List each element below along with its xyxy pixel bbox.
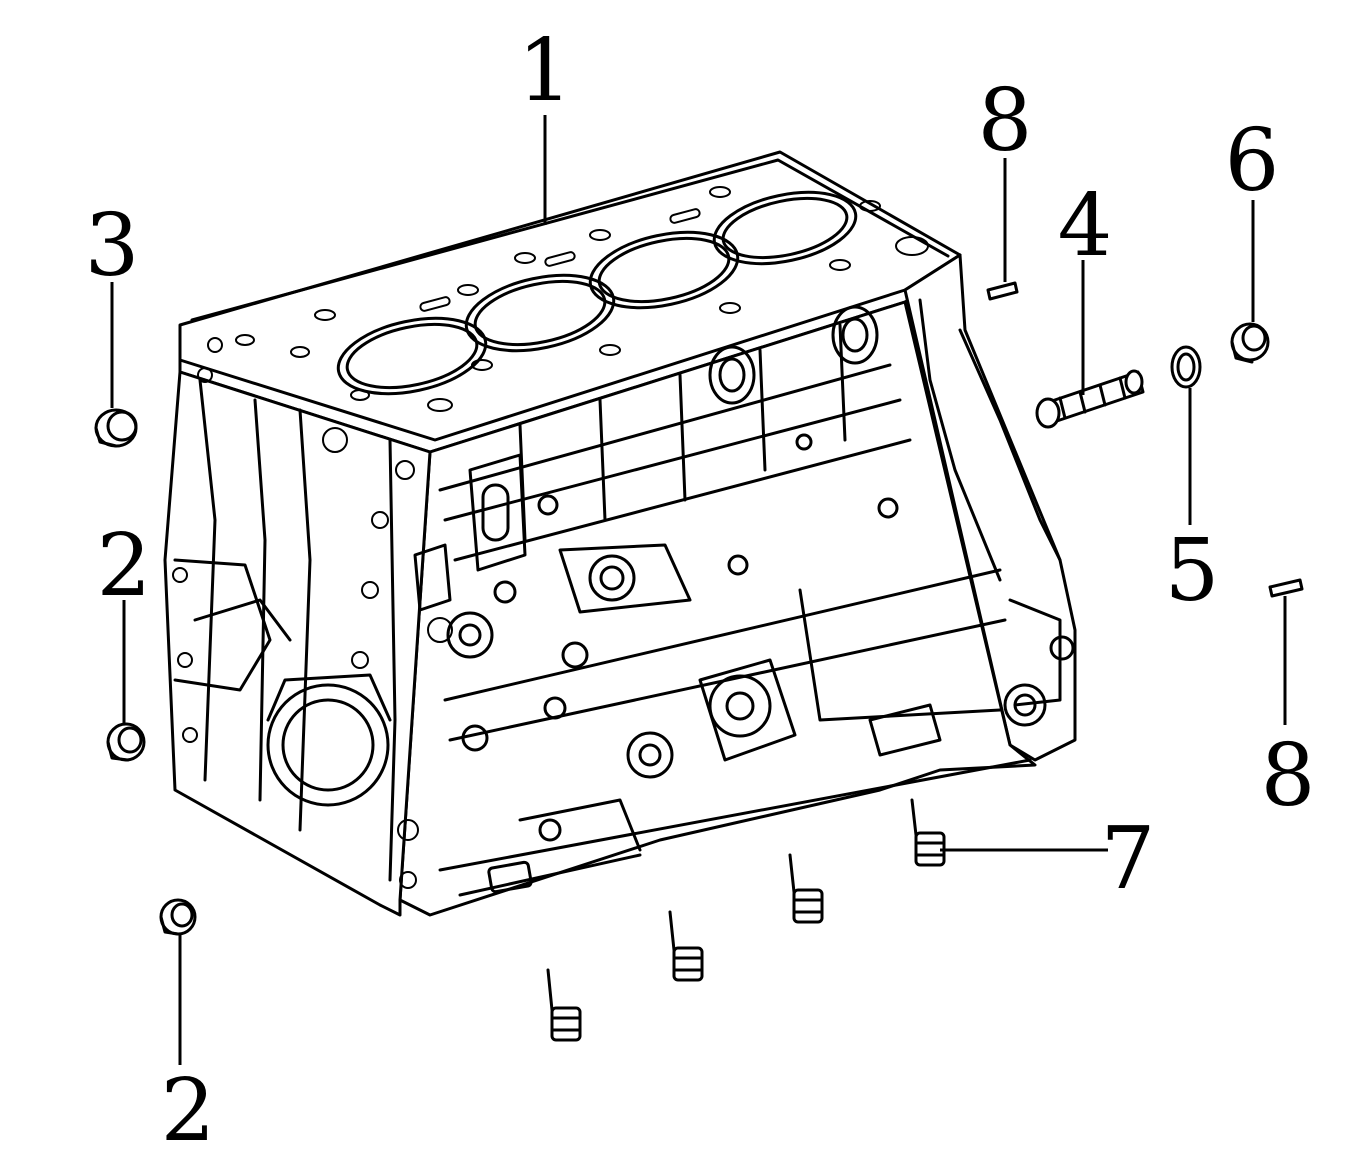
part-2-plug-lower <box>159 898 197 936</box>
callout-1: 1 <box>518 21 573 121</box>
upper-bosses <box>537 305 899 576</box>
cylinder-bore-4 <box>712 190 858 266</box>
part-5-washer <box>1170 345 1202 389</box>
part-7-oil-jet-4 <box>910 798 946 867</box>
callout-7: 7 <box>1101 809 1156 909</box>
cylinder-block <box>163 150 1077 917</box>
part-3-expansion-plug <box>94 408 138 448</box>
callout-labels: 1 2 2 3 4 5 6 7 8 8 <box>85 21 1316 1161</box>
callout-2-upper: 2 <box>97 516 152 616</box>
part-4-bolt <box>1035 369 1145 429</box>
part-7-oil-jet-2 <box>668 910 704 982</box>
callout-2-lower: 2 <box>161 1061 216 1161</box>
part-7-oil-jet-1 <box>546 968 582 1042</box>
part-8-dowel-pin-upper <box>986 281 1019 301</box>
part-2-plug-upper <box>106 722 146 762</box>
callout-6: 6 <box>1225 111 1280 211</box>
callout-4: 4 <box>1058 176 1113 276</box>
callout-8-lower: 8 <box>1261 726 1316 826</box>
cylinder-bore-1 <box>336 316 488 396</box>
part-7-oil-jet-3 <box>788 853 824 924</box>
callout-5: 5 <box>1165 521 1220 621</box>
callout-8-upper: 8 <box>978 71 1033 171</box>
part-6-plug <box>1230 322 1270 364</box>
leader-lines <box>110 115 1287 1065</box>
callout-3: 3 <box>85 196 140 296</box>
part-8-dowel-pin-lower <box>1268 578 1304 598</box>
